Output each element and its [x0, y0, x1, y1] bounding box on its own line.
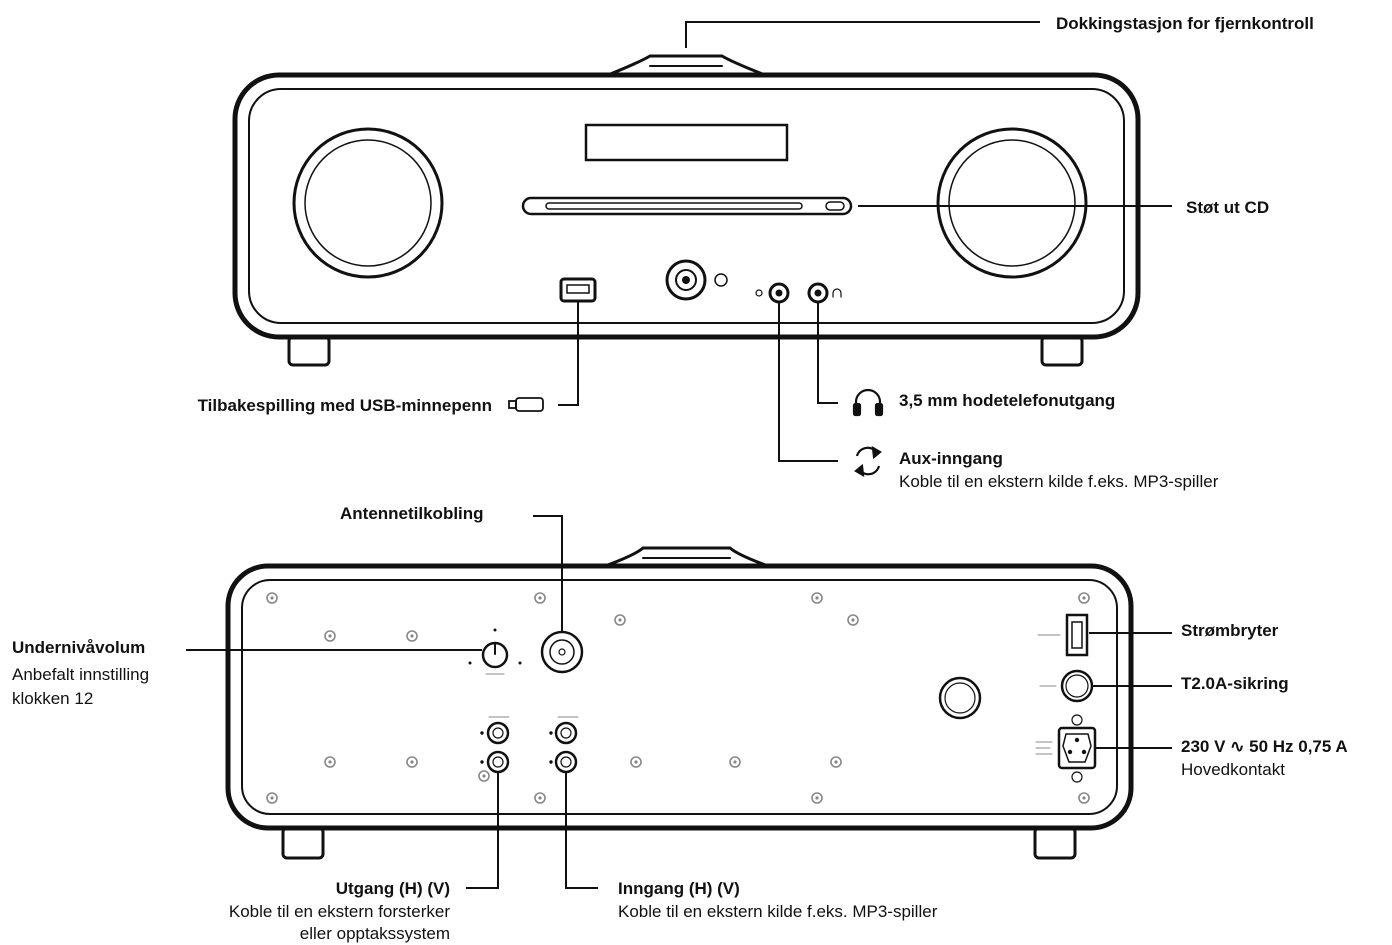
back-body-inner	[241, 579, 1118, 815]
front-leader-lines	[558, 21, 1172, 462]
back-screws	[266, 592, 1090, 804]
headphone-label: 3,5 mm hodetelefonutgang	[899, 391, 1116, 410]
power-switch-label: Strømbryter	[1181, 621, 1279, 640]
screw	[324, 756, 336, 768]
output-label: Utgang (H) (V)	[335, 879, 450, 898]
remote-dock	[606, 54, 767, 77]
screw	[614, 614, 626, 626]
screw-center	[410, 760, 414, 764]
eject-label: Støt ut CD	[1186, 198, 1270, 217]
front-foot-left	[287, 335, 331, 367]
input-description: Koble til en ekstern kilde f.eks. MP3-sp…	[618, 902, 938, 921]
screw-center	[851, 618, 855, 622]
usb-label: Tilbakespilling med USB-minnepenn	[197, 396, 492, 415]
screw-center	[410, 634, 414, 638]
screw-center	[482, 774, 486, 778]
aux-jack	[755, 282, 790, 304]
back-leader-lines	[186, 515, 1172, 889]
display-window	[584, 123, 789, 162]
sub-volume-desc-1: Anbefalt innstilling	[12, 665, 150, 684]
power-switch	[1037, 613, 1089, 657]
back-dock	[603, 546, 770, 568]
screw-center	[1082, 796, 1086, 800]
usb-port	[559, 277, 597, 303]
fuse-label: T2.0A-sikring	[1181, 674, 1289, 693]
screw-center	[328, 634, 332, 638]
screw-center	[538, 596, 542, 600]
screw	[534, 792, 546, 804]
power-knob	[665, 259, 728, 301]
fuse-holder	[1039, 669, 1094, 703]
antenna-label: Antennetilkobling	[340, 504, 484, 523]
screw	[406, 756, 418, 768]
front-foot-right	[1040, 335, 1084, 367]
screw	[324, 630, 336, 642]
aux-description: Koble til en ekstern kilde f.eks. MP3-sp…	[899, 472, 1219, 491]
output-desc-1: Koble til en ekstern forsterker	[228, 902, 450, 921]
screw-center	[815, 796, 819, 800]
screw	[266, 792, 278, 804]
screw	[811, 792, 823, 804]
screw	[406, 630, 418, 642]
cd-slot	[521, 196, 853, 216]
mains-description: Hovedkontakt	[1181, 760, 1285, 779]
screw-center	[815, 596, 819, 600]
aux-icon	[854, 445, 882, 478]
screw	[534, 592, 546, 604]
output-desc-2: eller opptakssystem	[299, 924, 450, 943]
sub-volume-knob	[468, 628, 522, 675]
screw	[830, 756, 842, 768]
sub-volume-desc-2: klokken 12	[12, 689, 94, 708]
screw	[729, 756, 741, 768]
speaker-left	[292, 127, 444, 279]
screw-center	[634, 760, 638, 764]
mains-label: 230 V ∿ 50 Hz 0,75 A	[1181, 737, 1348, 756]
screw	[847, 614, 859, 626]
back-foot-right	[1033, 826, 1077, 860]
screw	[1078, 592, 1090, 604]
screw	[1078, 792, 1090, 804]
mains-socket	[1035, 714, 1097, 783]
input-rca-jacks	[549, 716, 579, 774]
sub-volume-label: Undernivåvolum	[12, 638, 146, 657]
eject-button	[825, 201, 845, 211]
input-label: Inngang (H) (V)	[618, 879, 740, 898]
screw	[811, 592, 823, 604]
aux-label: Aux-inngang	[899, 449, 1003, 468]
screw-center	[733, 760, 737, 764]
screw	[630, 756, 642, 768]
front-view	[232, 54, 1141, 367]
screw-center	[618, 618, 622, 622]
back-foot-left	[281, 826, 325, 860]
screw-center	[1082, 596, 1086, 600]
headphone-icon	[852, 388, 884, 417]
back-view	[225, 546, 1134, 860]
vent-port	[938, 676, 982, 720]
screw-center	[270, 596, 274, 600]
screw-center	[270, 796, 274, 800]
screw-center	[538, 796, 542, 800]
output-rca-jacks	[480, 716, 510, 774]
screw	[478, 770, 490, 782]
usb-stick-icon	[508, 397, 544, 412]
speaker-right	[936, 127, 1088, 279]
screw	[266, 592, 278, 604]
headphone-jack	[807, 282, 842, 304]
dock-label: Dokkingstasjon for fjernkontroll	[1056, 14, 1314, 33]
screw-center	[328, 760, 332, 764]
antenna-connector	[540, 630, 584, 674]
screw-center	[834, 760, 838, 764]
back-body-outer	[225, 563, 1134, 831]
